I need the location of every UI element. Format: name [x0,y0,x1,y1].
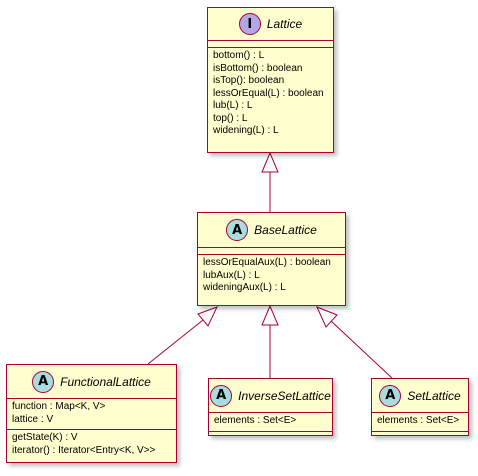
abstract-class-icon: A [32,370,55,393]
methods-section: bottom() : L isBottom() : boolean isTop(… [208,48,333,141]
method: iterator() : Iterator<Entry<K, V>> [12,444,156,456]
fields-section: elements : Set<E> [372,413,468,431]
class-name: FunctionalLattice [60,374,151,389]
fields-section: function : Map<K, V> lattice : V [7,399,176,429]
method: widening(L) : L [213,125,279,136]
field: function : Map<K, V> [12,401,106,412]
method: lessOrEqual(L) : boolean [213,87,324,99]
field: elements : Set<E> [377,415,460,426]
generalization-arrowhead [316,306,338,328]
class-header: A BaseLattice [198,213,345,247]
class-name: SetLattice [407,388,461,403]
method: bottom() : L [213,50,265,61]
interface-icon: I [238,13,261,35]
method: top() : L [213,112,248,124]
methods-section [372,432,468,438]
class-header: A InverseSetLattice [209,379,332,412]
class-name: InverseSetLattice [238,388,331,403]
method: lub(L) : L [213,100,253,111]
class-name: Lattice [266,17,303,31]
abstract-class-icon: A [210,384,233,407]
method: wideningAux(L) : L [203,282,286,293]
generalization-arrowhead [197,306,218,327]
methods-section: lessOrEqualAux(L) : boolean lubAux(L) : … [198,255,345,298]
methods-section [209,432,332,438]
class-name: BaseLattice [254,223,317,237]
generalization-arrowhead [261,304,279,326]
generalization-edge-set-to-base [330,320,393,379]
method: isTop(): boolean [213,75,285,86]
class-header: A FunctionalLattice [7,365,176,398]
methods-section: getState(K) : V iterator() : Iterator<En… [7,430,176,460]
method: lubAux(L) : L [203,269,260,281]
class-lattice[interactable]: I Lattice bottom() : L isBottom() : bool… [207,7,334,153]
fields-section: elements : Set<E> [209,413,332,431]
class-functional-lattice[interactable]: A FunctionalLattice function : Map<K, V>… [6,364,177,463]
abstract-class-icon: A [379,384,402,407]
class-base-lattice[interactable]: A BaseLattice lessOrEqualAux(L) : boolea… [197,212,346,306]
class-inverse-set-lattice[interactable]: A InverseSetLattice elements : Set<E> [208,378,333,436]
method: lessOrEqualAux(L) : boolean [203,257,331,268]
field: elements : Set<E> [214,415,297,426]
method: isBottom() : boolean [213,62,303,74]
class-set-lattice[interactable]: A SetLattice elements : Set<E> [371,378,469,436]
generalization-edge-functional-to-base [147,319,204,365]
field: lattice : V [12,413,54,425]
class-header: A SetLattice [372,379,468,412]
realization-arrowhead [261,151,279,173]
abstract-class-icon: A [226,219,249,241]
class-header: I Lattice [208,8,333,40]
method: getState(K) : V [12,432,78,443]
